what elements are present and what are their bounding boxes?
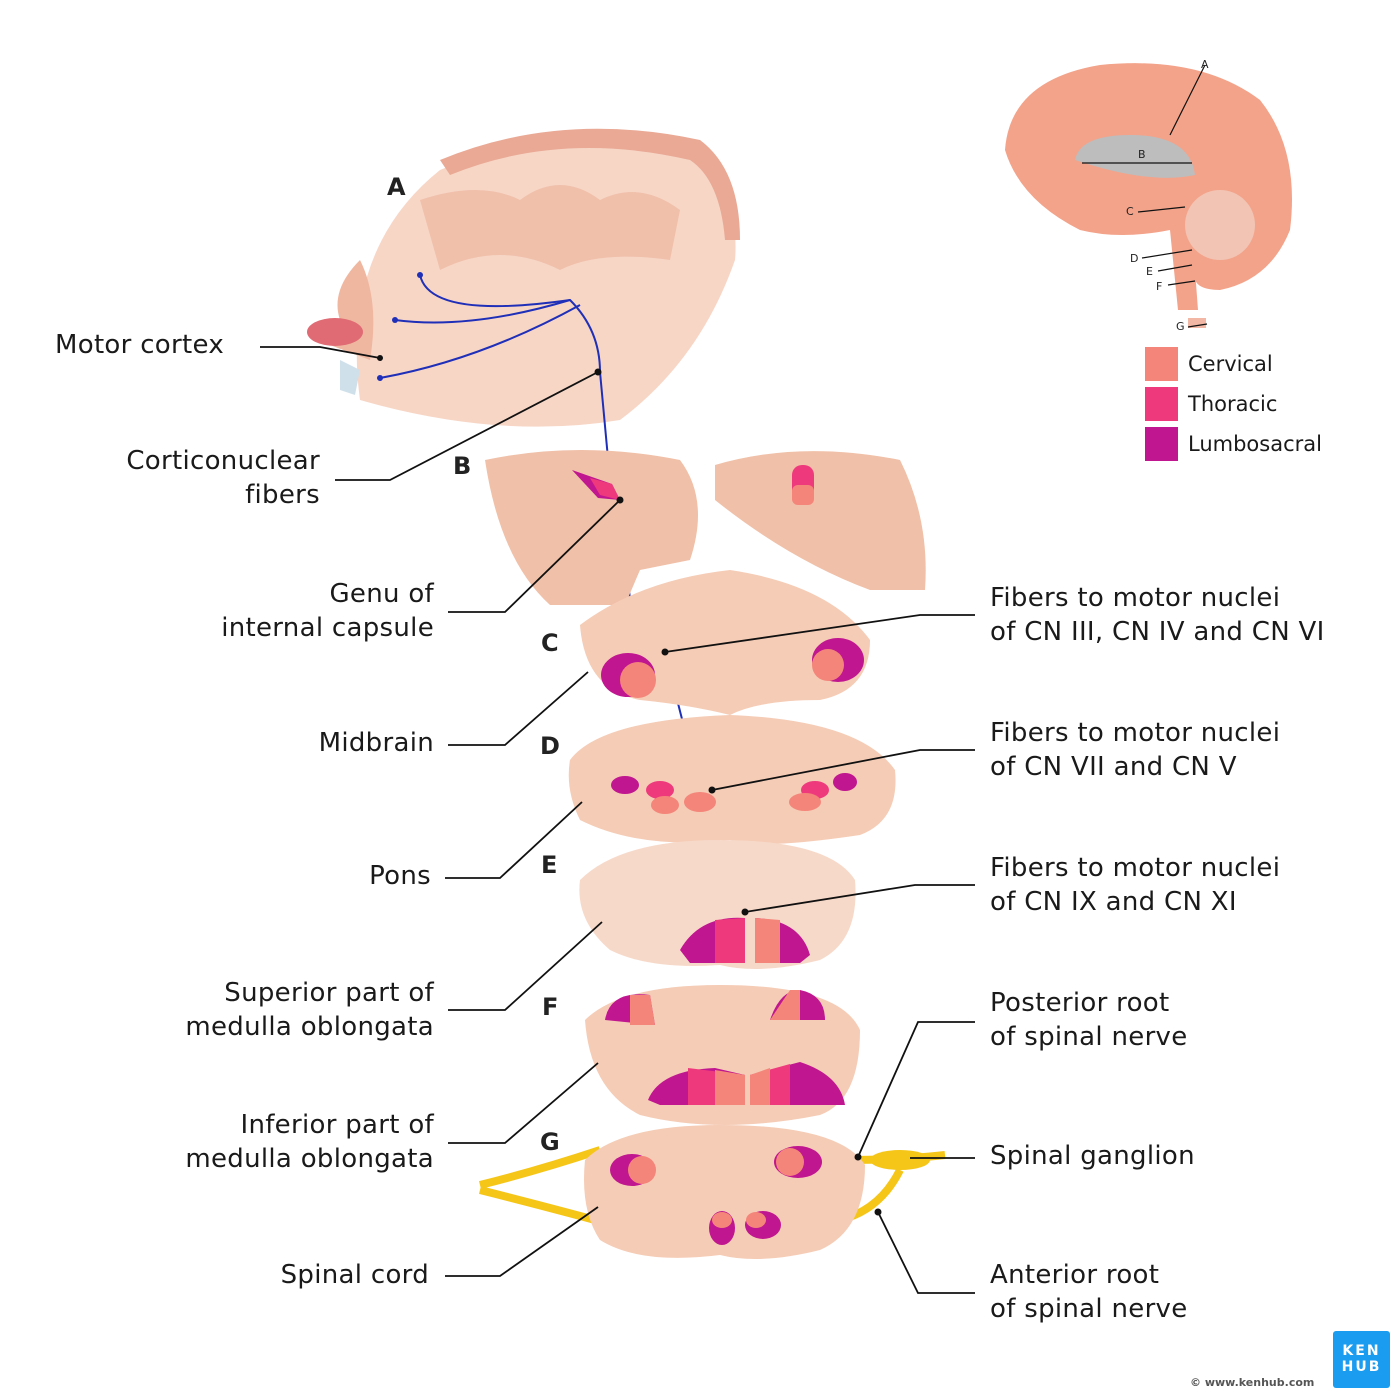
label-superior-medulla: Superior part of medulla oblongata xyxy=(185,978,434,1042)
label-genu-internal-capsule: Genu of internal capsule xyxy=(221,579,434,643)
label-corticonuclear-fibers: Corticonuclear fibers xyxy=(126,446,320,510)
inset-letter-g: G xyxy=(1176,320,1185,333)
section-letter-e: E xyxy=(541,851,558,879)
thoracic-swatch xyxy=(1145,387,1178,421)
section-g-spinal-cord xyxy=(479,1125,946,1259)
legend-item-lumbosacral: Lumbosacral xyxy=(1145,424,1322,464)
legend-label: Thoracic xyxy=(1188,392,1278,416)
inset-letter-c: C xyxy=(1126,205,1134,218)
logo-line2: HUB xyxy=(1341,1359,1382,1375)
label-spinal-ganglion: Spinal ganglion xyxy=(990,1141,1195,1171)
legend: Cervical Thoracic Lumbosacral xyxy=(1145,344,1322,464)
cervical-swatch xyxy=(1145,347,1178,381)
inset-letter-b: B xyxy=(1138,148,1146,161)
label-pons: Pons xyxy=(369,861,431,891)
label-fibers-cn-3-4-6: Fibers to motor nuclei of CN III, CN IV … xyxy=(990,583,1325,647)
tongue xyxy=(307,318,363,346)
label-midbrain: Midbrain xyxy=(318,728,434,758)
copyright: © www.kenhub.com xyxy=(1190,1376,1315,1389)
legend-label: Cervical xyxy=(1188,352,1273,376)
inset-letter-e: E xyxy=(1146,265,1153,278)
legend-item-thoracic: Thoracic xyxy=(1145,384,1322,424)
inset-letter-a: A xyxy=(1201,58,1209,71)
legend-label: Lumbosacral xyxy=(1188,432,1322,456)
section-letter-f: F xyxy=(542,993,559,1021)
section-letter-b: B xyxy=(453,452,472,480)
inset-letter-d: D xyxy=(1130,252,1139,265)
inset-sagittal-brain xyxy=(1005,63,1292,328)
spinal-ganglion-shape xyxy=(870,1150,930,1170)
lumbosacral-swatch xyxy=(1145,427,1178,461)
label-anterior-root: Anterior root of spinal nerve xyxy=(990,1260,1188,1324)
label-posterior-root: Posterior root of spinal nerve xyxy=(990,988,1188,1052)
section-letter-d: D xyxy=(540,732,560,760)
section-a-cortex xyxy=(307,128,740,427)
legend-item-cervical: Cervical xyxy=(1145,344,1322,384)
inset-letter-f: F xyxy=(1156,280,1163,293)
section-f-inferior-medulla xyxy=(585,985,860,1125)
label-spinal-cord: Spinal cord xyxy=(280,1260,429,1290)
section-letter-c: C xyxy=(541,629,559,657)
section-d-pons xyxy=(568,715,896,844)
label-motor-cortex: Motor cortex xyxy=(55,330,225,360)
section-e-superior-medulla xyxy=(579,840,856,969)
logo-line1: KEN xyxy=(1342,1343,1381,1359)
label-fibers-cn-7-5: Fibers to motor nuclei of CN VII and CN … xyxy=(990,718,1281,782)
section-letter-g: G xyxy=(540,1128,560,1156)
label-fibers-cn-9-11: Fibers to motor nuclei of CN IX and CN X… xyxy=(990,853,1281,917)
label-inferior-medulla: Inferior part of medulla oblongata xyxy=(185,1110,434,1174)
leader-lines xyxy=(260,346,975,1294)
section-letter-a: A xyxy=(387,173,406,201)
